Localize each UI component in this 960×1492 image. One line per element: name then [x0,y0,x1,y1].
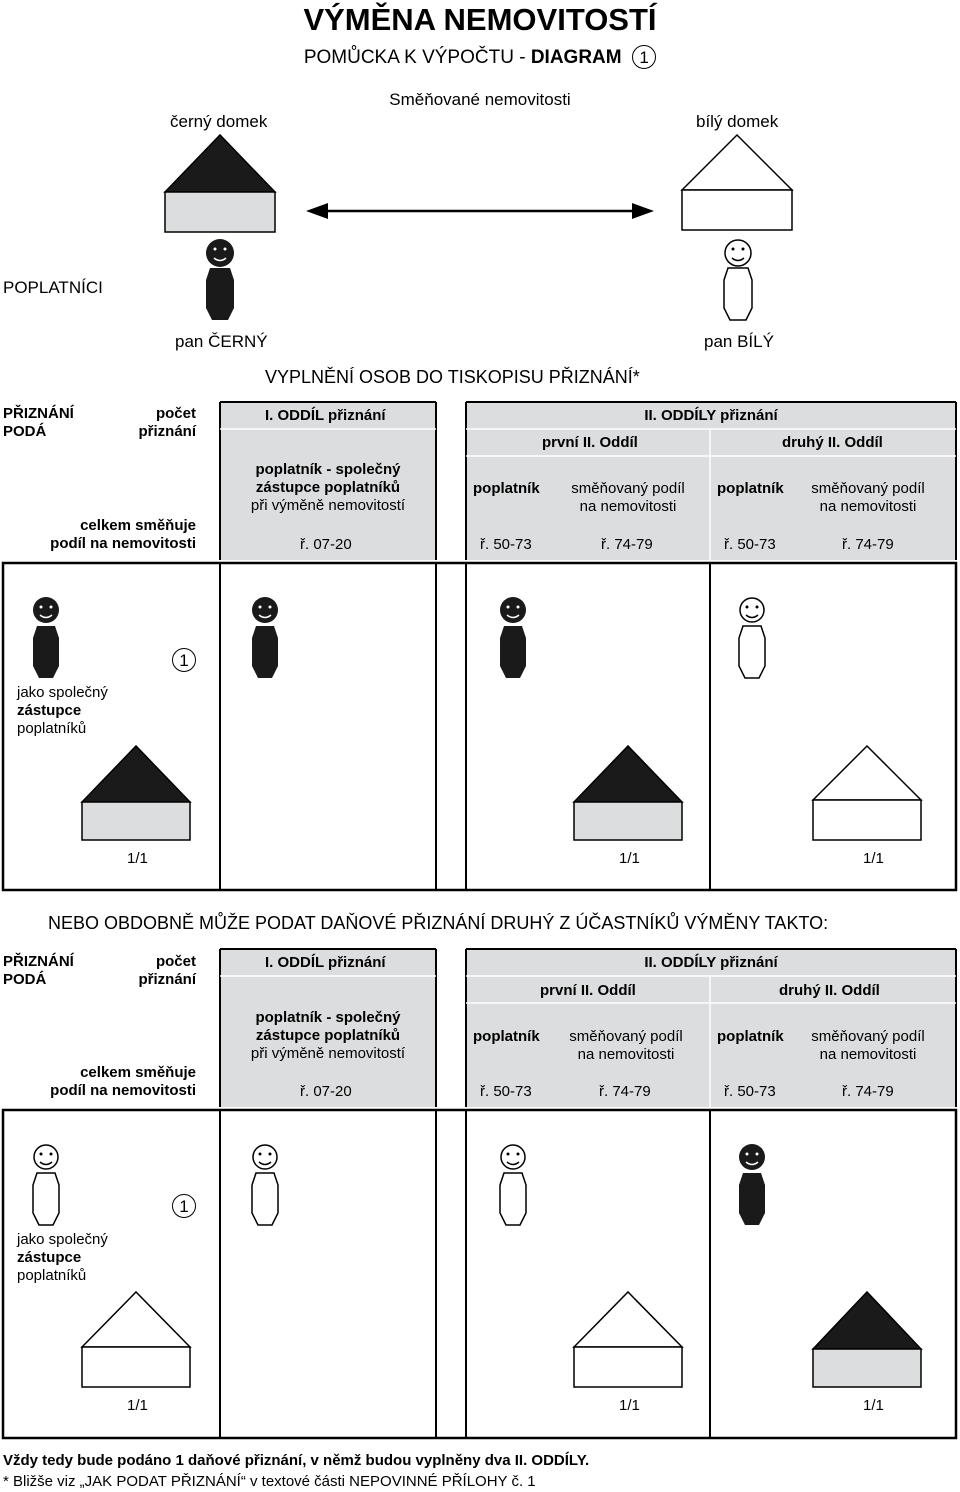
black-house-label: černý domek [170,112,268,131]
white-person-icon [723,239,753,321]
section-heading: VYPLNĚNÍ OSOB DO TISKOPISU PŘIZNÁNÍ* [265,367,640,387]
rows-b-1: ř. 74-79 [601,536,653,553]
rows-a-2: ř. 50-73 [724,1083,776,1100]
footer-note: Vždy tedy bude podáno 1 daňové přiznání,… [3,1452,590,1469]
taxpayer-col-2: poplatník [717,480,784,497]
section1-title: I. ODDÍL přiznání [265,407,386,424]
rows-a-1: ř. 50-73 [480,1083,532,1100]
section1-rows: ř. 07-20 [300,536,352,553]
second-section2: druhý II. Oddíl [779,982,880,999]
diagram-number-badge: 1 [632,45,657,69]
share-value: 1/1 [127,1397,148,1414]
second-section2: druhý II. Oddíl [782,434,883,451]
section1-title: I. ODDÍL přiznání [265,954,386,971]
white-house-label: bílý domek [696,112,779,131]
page-subtitle: POMŮCKA K VÝPOČTU - DIAGRAM 1 [0,45,960,69]
subtitle-bold: DIAGRAM [530,47,622,68]
share-value: 1/1 [127,850,148,867]
taxpayer-col-1: poplatník [473,480,540,497]
black-person-icon [739,1144,765,1225]
table1-header-lines [219,401,957,560]
black-house-icon [163,133,277,233]
first-section2: první II. Oddíl [542,434,638,451]
white-house-icon [572,1290,684,1388]
first-section2: první II. Oddíl [540,982,636,999]
share-value: 1/1 [863,1397,884,1414]
footer-ref: * Bližše viz „JAK PODAT PŘIZNÁNÍ“ v text… [3,1473,536,1490]
black-person-icon [206,239,234,320]
white-person-icon [738,597,766,679]
section1-rows: ř. 07-20 [300,1083,352,1100]
rows-a-1: ř. 50-73 [480,536,532,553]
white-person-icon [499,1144,527,1226]
black-house-icon [811,1290,923,1388]
rows-b-2: ř. 74-79 [842,1083,894,1100]
black-person-icon [33,597,59,678]
taxpayers-label: POPLATNÍCI [3,278,103,297]
white-person-icon [32,1144,60,1226]
white-house-icon [680,133,794,231]
rows-b-2: ř. 74-79 [842,536,894,553]
white-house-icon [811,744,923,841]
black-person-icon [252,597,278,678]
table1-body [1,561,958,892]
exchanged-label: Směňované nemovitosti [389,90,571,109]
black-person-icon [500,597,526,678]
page-title: VÝMĚNA NEMOVITOSTÍ [303,2,657,37]
rows-a-2: ř. 50-73 [724,536,776,553]
black-house-icon [572,744,684,841]
white-house-icon [80,1290,192,1388]
table2-body [1,1108,958,1440]
taxpayer-col-2: poplatník [717,1028,784,1045]
table2-header-lines [219,948,957,1107]
share-value: 1/1 [619,850,640,867]
white-person-icon [251,1144,279,1226]
rows-b-1: ř. 74-79 [599,1083,651,1100]
section2-title: II. ODDÍLY přiznání [644,954,778,971]
white-person-label: pan BÍLÝ [704,332,774,351]
taxpayer-col-1: poplatník [473,1028,540,1045]
black-person-label: pan ČERNÝ [175,332,268,351]
share-value: 1/1 [863,850,884,867]
alt-heading: NEBO OBDOBNĚ MŮŽE PODAT DAŇOVÉ PŘIZNÁNÍ … [48,913,829,933]
count-value-badge: 1 [172,1194,196,1218]
exchange-arrow-icon [306,203,654,219]
subtitle-prefix: POMŮCKA K VÝPOČTU - [303,47,531,68]
black-house-icon [80,744,192,841]
section2-title: II. ODDÍLY přiznání [644,407,778,424]
share-value: 1/1 [619,1397,640,1414]
count-value-badge: 1 [172,648,196,672]
